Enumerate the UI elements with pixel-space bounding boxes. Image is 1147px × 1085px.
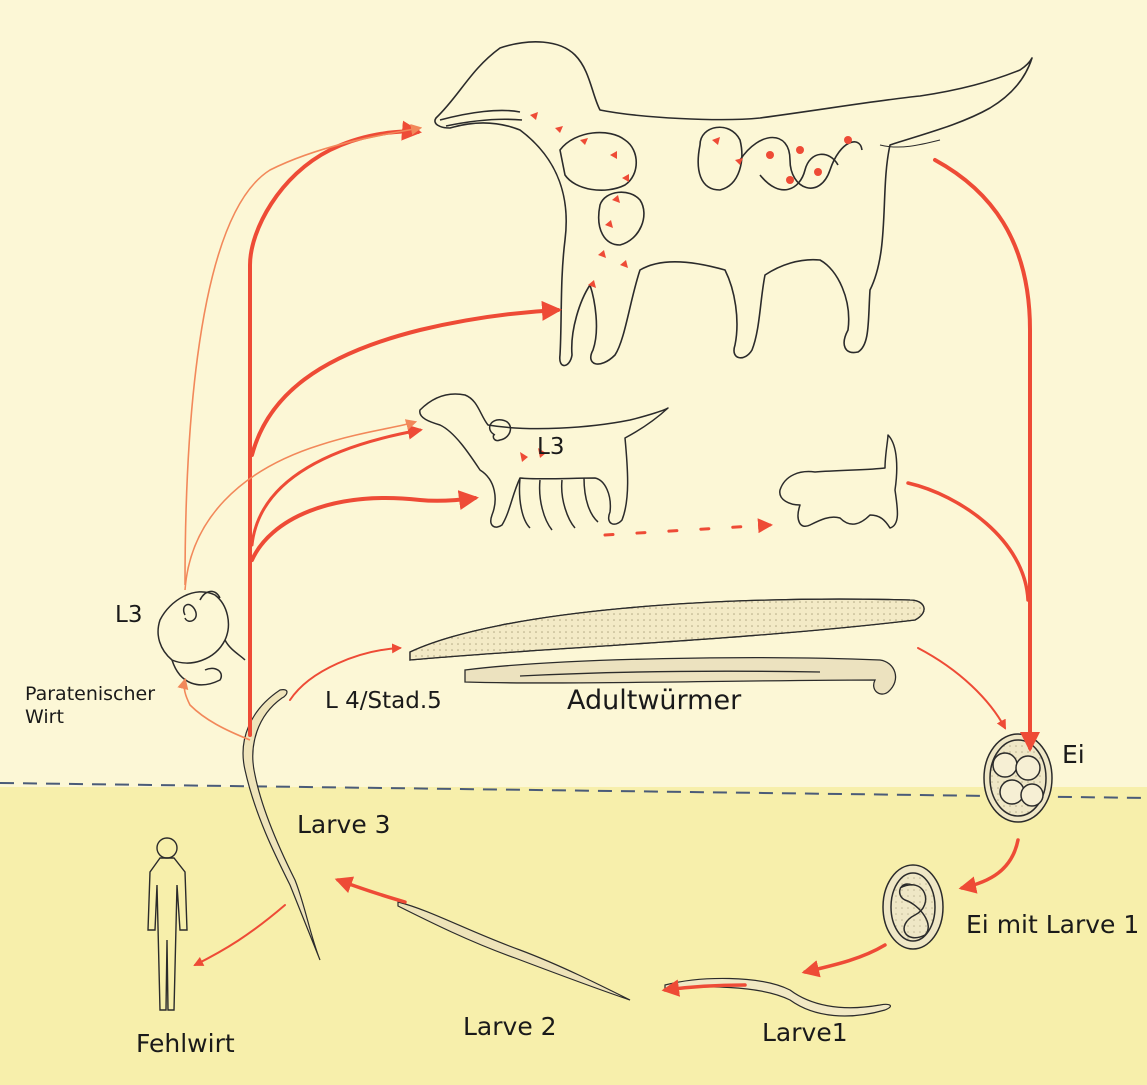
egg (984, 734, 1052, 822)
label-egg-with-larva-1: Ei mit Larve 1 (966, 912, 1139, 937)
label-egg: Ei (1062, 742, 1085, 767)
puppy (780, 435, 898, 528)
adult-dog (435, 42, 1032, 366)
label-adult-worms: Adultwürmer (567, 687, 741, 714)
label-l3-dam: L3 (537, 436, 564, 459)
egg-with-larva (883, 865, 943, 949)
label-paratenic-host: Paratenischer Wirt (25, 683, 155, 729)
label-larva-3: Larve 3 (297, 812, 391, 837)
mouse (158, 591, 245, 684)
label-larva-1: Larve1 (762, 1020, 848, 1045)
label-l4-stage5: L 4/Stad.5 (325, 690, 442, 713)
migration-markers (530, 112, 852, 288)
label-dead-end-host: Fehlwirt (136, 1031, 235, 1056)
label-l3-mouse: L3 (115, 604, 142, 627)
dam-with-puppies (420, 394, 668, 530)
adult-worm-female (410, 599, 924, 660)
label-larva-2: Larve 2 (463, 1014, 557, 1039)
